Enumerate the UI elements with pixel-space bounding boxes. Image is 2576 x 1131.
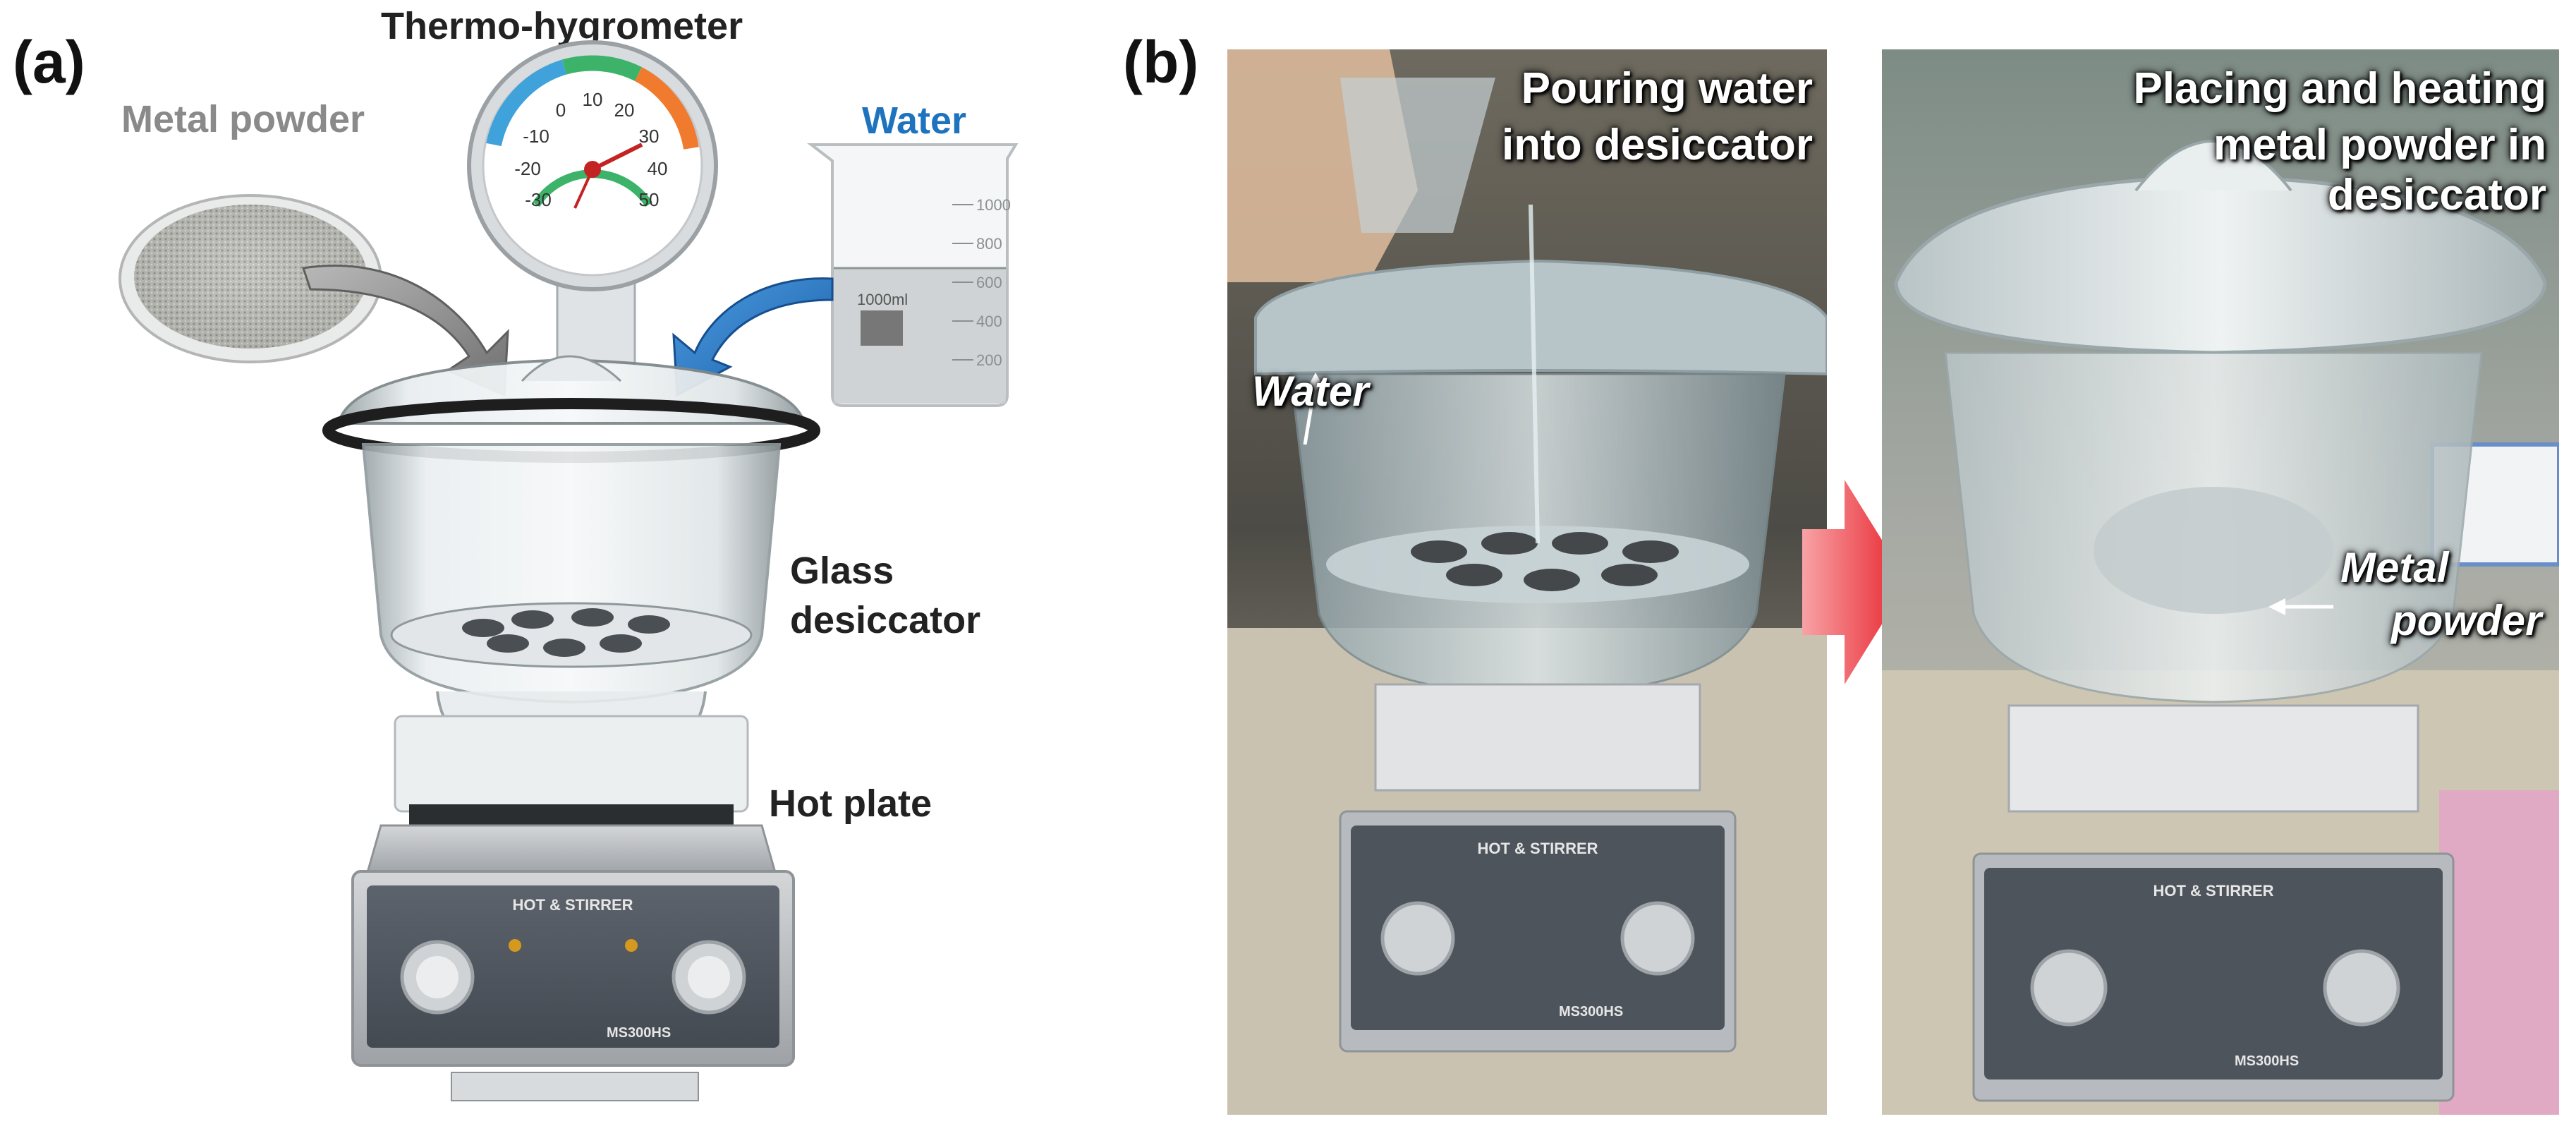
beaker-mark-400: 400 xyxy=(976,313,1002,330)
svg-text:50: 50 xyxy=(639,189,660,210)
hot-plate: HOT & STIRRER MS300HS xyxy=(351,715,795,1101)
desiccator-label-line1: Glass xyxy=(790,550,894,592)
beaker-mark-600: 600 xyxy=(976,274,1002,291)
photo-heating-powder: HOT & STIRRER MS300HS xyxy=(1882,49,2559,1115)
svg-text:10: 10 xyxy=(583,89,603,110)
thermo-hygrometer: -30 -20 -10 0 10 20 30 40 50 xyxy=(467,40,718,365)
panel-a-illustration: 1000ml 1000 800 600 400 200 -30 -20 -10 … xyxy=(119,40,1019,1101)
hotplate-model-text: MS300HS xyxy=(607,1025,671,1041)
photo2-caption-line2: metal powder in desiccator xyxy=(2213,121,2546,219)
photo2-metal-label-line2: powder xyxy=(2391,597,2542,644)
panel-a-label: (a) xyxy=(13,29,85,95)
hotplate-label: Hot plate xyxy=(769,782,932,825)
beaker-scale: 1000 800 600 400 200 xyxy=(952,196,1011,369)
photo2-model-text: MS300HS xyxy=(2235,1053,2299,1069)
beaker-mark-800: 800 xyxy=(976,235,1002,253)
svg-text:20: 20 xyxy=(614,99,635,121)
petri-dish xyxy=(119,194,382,363)
desiccator-label-line2: desiccator xyxy=(790,599,981,641)
beaker-mark-200: 200 xyxy=(976,351,1002,369)
thermo-hygrometer-label: Thermo-hygrometer xyxy=(381,5,743,47)
photo1-caption-line1: Pouring water xyxy=(1521,64,1813,113)
metal-powder-label: Metal powder xyxy=(121,98,365,140)
svg-text:40: 40 xyxy=(648,158,668,179)
photo1-caption-line2: into desiccator xyxy=(1502,121,1813,169)
photo1-brand-text: HOT & STIRRER xyxy=(1477,840,1598,857)
photo1-model-text: MS300HS xyxy=(1559,1004,1623,1020)
beaker-volume-text: 1000ml xyxy=(857,291,908,308)
svg-text:-10: -10 xyxy=(523,126,549,147)
beaker: 1000ml 1000 800 600 400 200 xyxy=(807,143,1019,407)
svg-text:30: 30 xyxy=(639,126,660,147)
hotplate-brand-text: HOT & STIRRER xyxy=(512,896,633,914)
svg-text:-30: -30 xyxy=(525,189,552,210)
photo-pouring-water: HOT & STIRRER MS300HS xyxy=(1227,49,1827,1115)
glass-desiccator xyxy=(322,355,820,775)
gauge-ticks: -30 -20 -10 0 10 20 30 40 50 xyxy=(514,89,667,210)
beaker-mark-1000: 1000 xyxy=(976,196,1011,214)
photo2-brand-text: HOT & STIRRER xyxy=(2153,882,2273,900)
transition-arrow xyxy=(1802,480,1908,684)
svg-text:0: 0 xyxy=(556,99,566,121)
panel-b-label: (b) xyxy=(1123,29,1199,95)
water-label: Water xyxy=(862,99,967,142)
photo1-water-label: Water xyxy=(1252,368,1369,415)
photo2-caption-line1: Placing and heating xyxy=(2133,64,2546,113)
svg-text:-20: -20 xyxy=(514,158,541,179)
photo2-metal-label-line1: Metal xyxy=(2340,544,2449,591)
